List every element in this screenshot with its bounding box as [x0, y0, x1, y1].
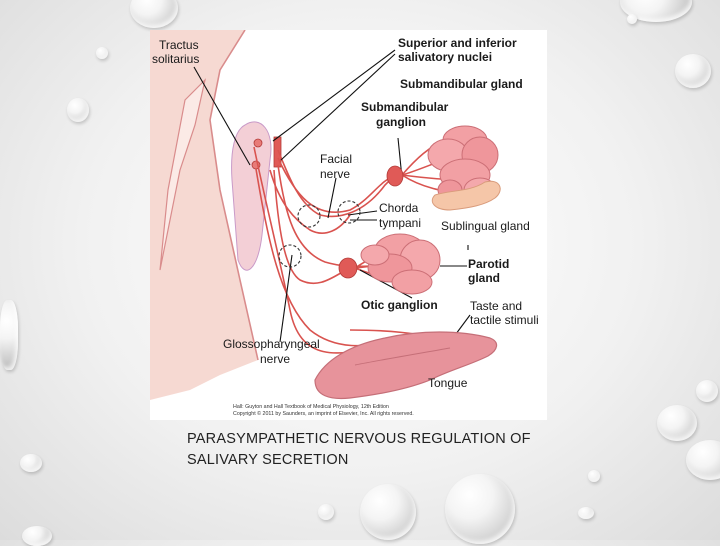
brainstem-edge: [209, 30, 259, 361]
diagram-svg: Tractus solitarius Superior and inferior…: [150, 30, 539, 417]
label-submandibular-ganglion: ganglion: [376, 115, 426, 129]
water-drop: [578, 507, 594, 519]
label-tongue: Tongue: [428, 376, 468, 390]
label-salivatory-nuclei: Superior and inferior: [398, 36, 517, 50]
label-taste-stimuli: Taste and: [470, 299, 522, 313]
label-submandibular-ganglion: Submandibular: [361, 100, 449, 114]
label-tractus-solitarius: solitarius: [152, 52, 199, 66]
label-otic-ganglion: Otic ganglion: [361, 298, 438, 312]
water-drop: [22, 526, 52, 546]
water-drop: [657, 405, 697, 441]
glossopharyngeal-fiber: [277, 164, 381, 268]
label-taste-stimuli: tactile stimuli: [470, 313, 539, 327]
label-tractus-solitarius: Tractus: [159, 38, 199, 52]
salivary-diagram: Tractus solitarius Superior and inferior…: [150, 30, 547, 420]
label-facial-nerve: nerve: [320, 167, 350, 181]
water-drop: [67, 98, 89, 122]
facial-nerve-fiber: [277, 157, 396, 213]
figure-credit: Hall: Guyton and Hall Textbook of Medica…: [233, 404, 389, 410]
water-drop: [696, 380, 718, 402]
label-glossopharyngeal-nerve: Glossopharyngeal: [223, 337, 320, 351]
figure-credit: Copyright © 2011 by Saunders, an imprint…: [233, 410, 414, 417]
water-drop: [130, 0, 178, 28]
leader-lines: [193, 49, 471, 343]
label-parotid-gland: Parotid: [468, 257, 509, 271]
submandibular-ganglion: [386, 165, 404, 187]
water-drop: [620, 0, 692, 22]
glossopharyngeal-fiber: [273, 169, 351, 285]
label-facial-nerve: Facial: [320, 152, 352, 166]
tractus-solitarius-cell: [253, 138, 263, 148]
ventricle-outline: [159, 78, 207, 271]
water-drop: [675, 54, 711, 88]
slide-caption: PARASYMPATHETIC NERVOUS REGULATION OF SA…: [187, 431, 531, 468]
label-sublingual-gland: Sublingual gland: [441, 219, 530, 233]
water-drop: [445, 474, 515, 544]
label-chorda-tympani: Chorda: [379, 201, 419, 215]
water-drop: [627, 14, 637, 24]
parotid-gland: [360, 233, 441, 295]
water-drop: [96, 47, 108, 59]
water-drop: [20, 454, 42, 472]
label-salivatory-nuclei: salivatory nuclei: [398, 50, 492, 64]
label-submandibular-gland: Submandibular gland: [400, 77, 523, 91]
water-drop: [0, 300, 18, 370]
water-drop: [588, 470, 600, 482]
brainstem: [150, 30, 258, 400]
nucleus-outline: [231, 121, 272, 271]
label-chorda-tympani: tympani: [379, 216, 421, 230]
label-parotid-gland: gland: [468, 271, 500, 285]
chorda-tympani-fiber: [269, 169, 351, 234]
otic-ganglion: [338, 257, 358, 279]
sublingual-gland: [431, 180, 501, 211]
water-drop: [360, 484, 416, 540]
water-drop: [686, 440, 720, 480]
tongue: [314, 331, 498, 400]
label-glossopharyngeal-nerve: nerve: [260, 352, 290, 366]
dashed-markers: [278, 200, 361, 268]
water-drop: [318, 504, 334, 520]
